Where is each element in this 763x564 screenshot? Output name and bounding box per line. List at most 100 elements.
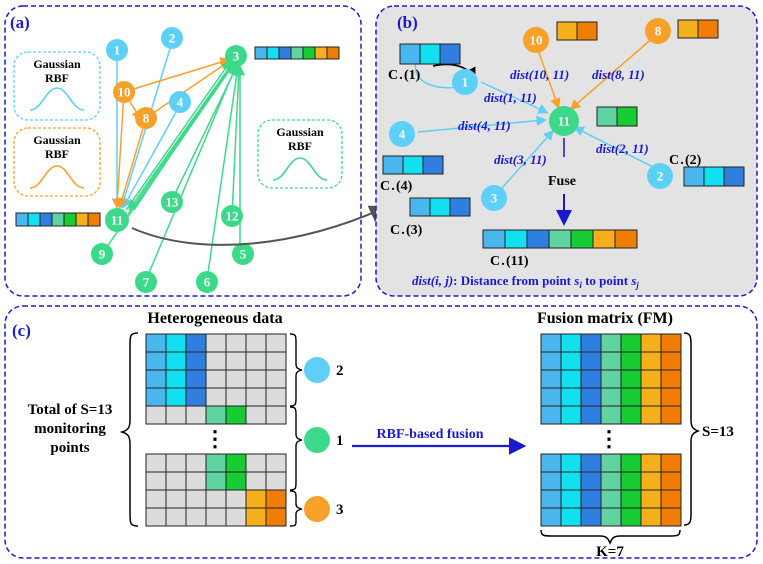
- fm-row-top-0-cell-6: [660, 333, 682, 353]
- fm-row-top-1-cell-4: [620, 351, 642, 371]
- rbf-box-green: Gaussian RBF: [257, 119, 343, 189]
- total-line-1: Total of S=13: [28, 402, 113, 418]
- hetero-row-cyan-3-cell-4: [225, 387, 247, 407]
- node-5: 5: [232, 243, 254, 265]
- dist-2-11: dist(2, 11): [596, 141, 649, 156]
- node-11-label: 11: [111, 213, 123, 228]
- node-4: 4: [389, 121, 415, 147]
- hetero-row-orange-a-cell-5: [245, 489, 267, 509]
- hetero-row-green-b-cell-3: [205, 453, 227, 473]
- node11-feature-bar: [15, 212, 101, 227]
- k-brace: [540, 529, 681, 546]
- dist-10-11: dist(10, 11): [510, 67, 569, 82]
- node-4-label: 4: [399, 127, 406, 142]
- svg-text:Gaussian: Gaussian: [276, 125, 324, 139]
- hetero-row-orange-a-cell-2: [185, 489, 207, 509]
- node-6-circle: [196, 271, 218, 293]
- fm-row-top-2-cell-1: [560, 369, 582, 389]
- hetero-row-green-b-cell-0: [145, 453, 167, 473]
- node-7-circle: [135, 271, 157, 293]
- hetero-title: Heterogeneous data: [147, 310, 282, 327]
- node11-b-bar-cell-1: [616, 106, 638, 127]
- fusion-matrix-grid: [540, 333, 682, 527]
- fm-row-top-3-cell-5: [640, 387, 662, 407]
- node3-bar-cell-3: [290, 46, 304, 60]
- hetero-row-cyan-1-cell-4: [225, 351, 247, 371]
- node10-bar-cell-1: [576, 21, 598, 41]
- fm-row-bottom-2-cell-4: [620, 489, 642, 509]
- node-3-circle: [225, 45, 247, 67]
- node-9-circle: [91, 243, 113, 265]
- fm-row-bottom-1-cell-6: [660, 471, 682, 491]
- dist-4-11: dist(4, 11): [458, 118, 511, 133]
- node-8: 8: [645, 18, 671, 44]
- fm-row-bottom-3-cell-6: [660, 507, 682, 527]
- c2-bar-cell-0: [683, 166, 705, 187]
- fuse-label: Fuse: [548, 174, 576, 189]
- rbf-fusion-label: RBF-based fusion: [377, 427, 484, 442]
- hetero-row-cyan-0-cell-5: [245, 333, 267, 353]
- c-label-1: C . (1): [388, 68, 421, 83]
- node-4-circle: [169, 91, 191, 113]
- hetero-row-green-b-cell-2: [185, 453, 207, 473]
- fm-row-bottom-1-cell-3: [600, 471, 622, 491]
- hetero-row-orange-b-cell-5: [245, 507, 267, 527]
- hetero-row-green-a-cell-2: [185, 405, 207, 425]
- c11-bar-cell-1: [504, 229, 528, 249]
- hetero-row-orange-a-cell-6: [265, 489, 287, 509]
- fm-row-top-2-cell-0: [540, 369, 562, 389]
- fm-row-top-1-cell-3: [600, 351, 622, 371]
- total-line-3: points: [50, 440, 89, 456]
- fm-row-bottom-0-cell-4: [620, 453, 642, 473]
- node-2-label: 2: [657, 169, 664, 184]
- fm-row-bottom-2-cell-6: [660, 489, 682, 509]
- c11-bar-cell-0: [482, 229, 506, 249]
- node-13-label: 13: [166, 195, 180, 210]
- node-13: 13: [161, 191, 183, 213]
- hetero-row-green-c-cell-3: [205, 471, 227, 491]
- dist-1-11: dist(1, 11): [484, 90, 537, 105]
- hetero-row-cyan-0-cell-4: [225, 333, 247, 353]
- dist-8-11: dist(8, 11): [592, 67, 645, 82]
- fm-row-top-3-cell-1: [560, 387, 582, 407]
- rbf-box-orange: Gaussian RBF: [13, 127, 101, 197]
- c-label-3: C . (3): [390, 223, 423, 238]
- fm-row-bottom-0-cell-6: [660, 453, 682, 473]
- heterogeneous-grid: [145, 333, 287, 527]
- panel-a-edges: [101, 41, 246, 281]
- fm-row-bottom-3-cell-2: [580, 507, 602, 527]
- panel-b-label: (b): [397, 13, 418, 32]
- fm-row-top-4-cell-5: [640, 405, 662, 425]
- hetero-row-green-a-cell-6: [265, 405, 287, 425]
- node-10-label: 10: [530, 33, 543, 48]
- fm-row-top-3-cell-2: [580, 387, 602, 407]
- node-2-circle: [647, 163, 673, 189]
- node-3-label: 3: [491, 191, 498, 206]
- hetero-row-green-b-cell-1: [165, 453, 187, 473]
- fm-row-bottom-0-cell-1: [560, 453, 582, 473]
- node10-bar-cell-0: [556, 21, 578, 41]
- hetero-row-orange-a-cell-0: [145, 489, 167, 509]
- node-2: 2: [161, 27, 183, 49]
- fm-row-bottom-0-cell-2: [580, 453, 602, 473]
- group-count-1: 1: [336, 433, 344, 449]
- fm-row-bottom-1-cell-5: [640, 471, 662, 491]
- group-circle-cyan: [304, 357, 330, 383]
- group-count-2: 2: [336, 363, 344, 379]
- fm-row-top-3-cell-6: [660, 387, 682, 407]
- node-7: 7: [135, 271, 157, 293]
- node3-bar-cell-1: [266, 46, 280, 60]
- hetero-row-cyan-0-cell-6: [265, 333, 287, 353]
- hetero-row-green-c-cell-1: [165, 471, 187, 491]
- node-3-circle: [481, 185, 507, 211]
- fm-row-top-0-cell-5: [640, 333, 662, 353]
- panel-a-label: (a): [10, 13, 30, 32]
- fm-row-top-4-cell-3: [600, 405, 622, 425]
- fm-row-top-1-cell-6: [660, 351, 682, 371]
- c3-bar-cell-1: [429, 197, 451, 217]
- svg-text:Gaussian: Gaussian: [33, 133, 81, 147]
- hetero-row-cyan-2-cell-4: [225, 369, 247, 389]
- node-12-label: 12: [226, 209, 239, 224]
- node-11-circle: [105, 208, 129, 232]
